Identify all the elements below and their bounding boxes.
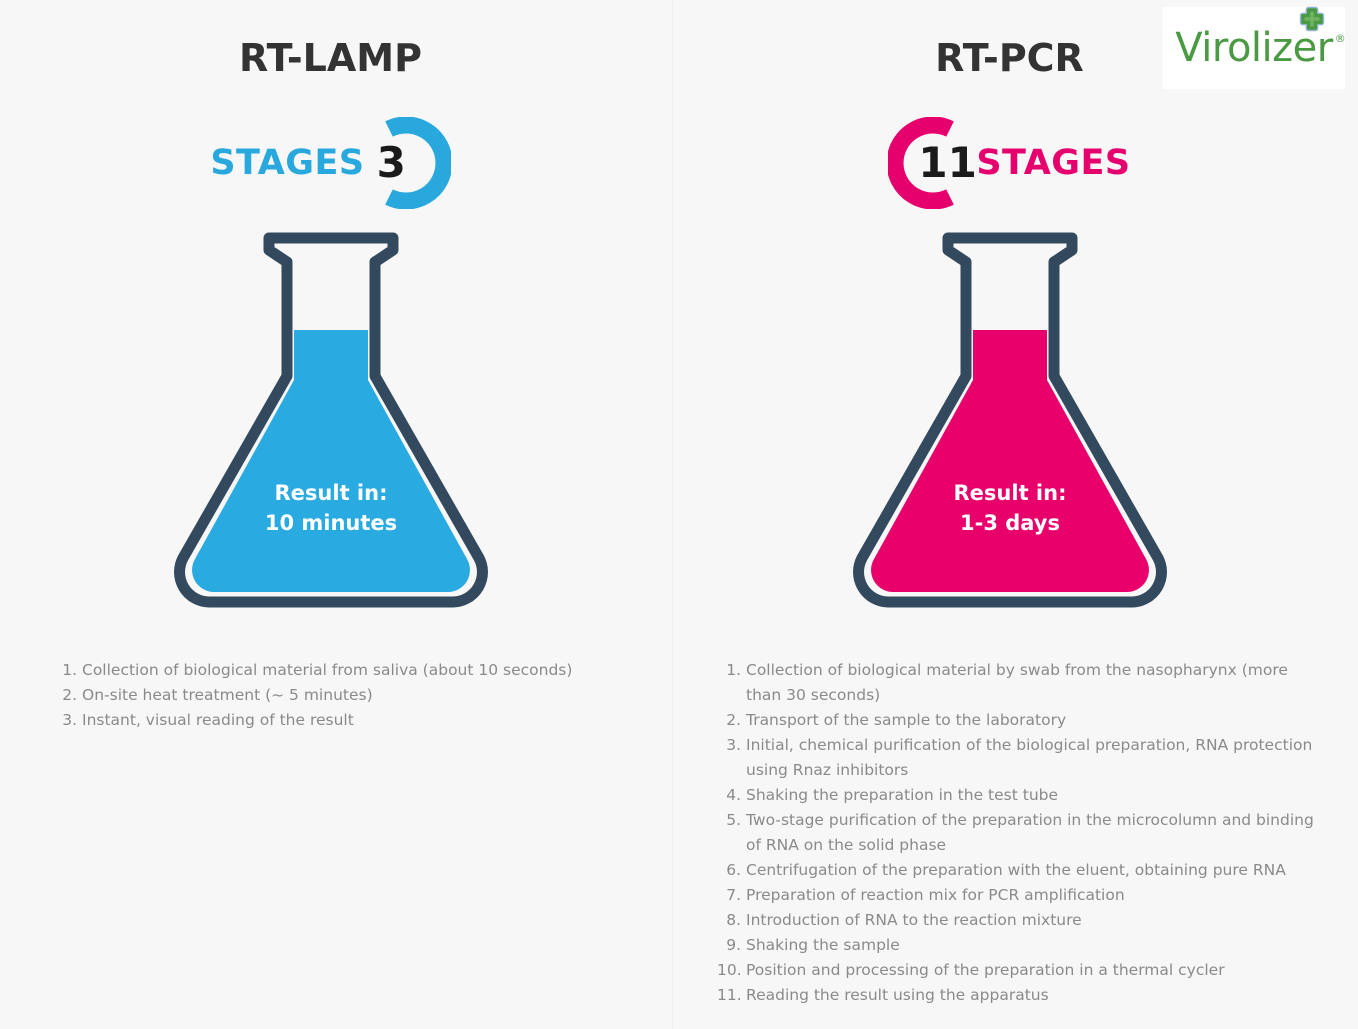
list-item: 9. Shaking the sample: [717, 933, 1325, 958]
step-text: Reading the result using the apparatus: [746, 986, 1049, 1004]
step-number: 8.: [726, 911, 741, 929]
step-text: Instant, visual reading of the result: [82, 711, 354, 729]
flask-rt-pcr: Result in: 1-3 days: [679, 228, 1358, 613]
step-number: 9.: [726, 936, 741, 954]
step-text: On-site heat treatment (~ 5 minutes): [82, 686, 373, 704]
step-text: Shaking the sample: [746, 936, 900, 954]
flask-result-line1-rt-lamp: Result in:: [274, 481, 387, 505]
step-number: 7.: [726, 886, 741, 904]
registered-trademark-symbol: ®: [1334, 32, 1346, 45]
step-number: 6.: [726, 861, 741, 879]
step-number: 2.: [726, 711, 741, 729]
step-text: Initial, chemical purification of the bi…: [746, 736, 1313, 779]
step-text: Centrifugation of the preparation with t…: [746, 861, 1286, 879]
list-item: 2. Transport of the sample to the labora…: [717, 708, 1325, 733]
steps-list-rt-pcr: 1. Collection of biological material by …: [717, 658, 1325, 1008]
step-number: 4.: [726, 786, 741, 804]
list-item: 7. Preparation of reaction mix for PCR a…: [717, 883, 1325, 908]
column-divider: [672, 0, 673, 1029]
list-item: 3. Initial, chemical purification of the…: [717, 733, 1325, 783]
stages-ring-rt-lamp: 3: [359, 117, 451, 209]
step-number: 10.: [717, 961, 742, 979]
brand-logo: Virolizer ®: [1163, 6, 1346, 89]
step-number: 2.: [62, 686, 77, 704]
stages-ring-rt-pcr: 11: [888, 117, 980, 209]
list-item: 5. Two-stage purification of the prepara…: [717, 808, 1325, 858]
panel-rt-pcr: RT-PCR 11 STAGES Result in: 1-3 days 1. …: [679, 0, 1358, 1029]
logo-wordmark: Virolizer: [1175, 25, 1333, 71]
flask-result-line2-rt-lamp: 10 minutes: [264, 511, 396, 535]
list-item: 1. Collection of biological material by …: [717, 658, 1325, 708]
step-number: 11.: [717, 986, 742, 1004]
list-item: 2. On-site heat treatment (~ 5 minutes): [60, 683, 630, 708]
erlenmeyer-flask-icon: Result in: 10 minutes: [173, 232, 488, 608]
step-text: Two-stage purification of the preparatio…: [746, 811, 1314, 854]
list-item: 6. Centrifugation of the preparation wit…: [717, 858, 1325, 883]
list-item: 11. Reading the result using the apparat…: [717, 983, 1325, 1008]
step-text: Preparation of reaction mix for PCR ampl…: [746, 886, 1125, 904]
list-item: 1. Collection of biological material fro…: [60, 658, 630, 683]
green-cross-icon: [1299, 6, 1324, 32]
step-text: Position and processing of the preparati…: [746, 961, 1225, 979]
flask-result-line1-rt-pcr: Result in:: [953, 481, 1066, 505]
title-rt-lamp: RT-LAMP: [239, 36, 422, 80]
step-text: Transport of the sample to the laborator…: [746, 711, 1067, 729]
steps-list-rt-lamp: 1. Collection of biological material fro…: [60, 658, 630, 733]
title-rt-pcr: RT-PCR: [935, 36, 1084, 80]
flask-result-line2-rt-pcr: 1-3 days: [960, 511, 1060, 535]
flask-rt-lamp: Result in: 10 minutes: [0, 228, 679, 613]
erlenmeyer-flask-icon: Result in: 1-3 days: [852, 232, 1167, 608]
step-number: 5.: [726, 811, 741, 829]
step-text: Collection of biological material by swa…: [746, 661, 1288, 704]
list-item: 8. Introduction of RNA to the reaction m…: [717, 908, 1325, 933]
ring-arc-icon: [384, 117, 451, 209]
list-item: 10. Position and processing of the prepa…: [717, 958, 1325, 983]
stages-count-rt-lamp: 3: [376, 138, 406, 187]
step-number: 3.: [726, 736, 741, 754]
list-item: 4. Shaking the preparation in the test t…: [717, 783, 1325, 808]
step-text: Introduction of RNA to the reaction mixt…: [746, 911, 1082, 929]
stages-badge-rt-lamp: STAGES 3: [0, 113, 679, 213]
step-text: Shaking the preparation in the test tube: [746, 786, 1059, 804]
panel-rt-lamp: RT-LAMP STAGES 3 Result in: 10 minutes 1…: [0, 36, 679, 733]
stages-badge-rt-pcr: 11 STAGES: [679, 113, 1358, 213]
ring-arc-icon: [888, 117, 955, 209]
list-item: 3. Instant, visual reading of the result: [60, 708, 630, 733]
step-number: 1.: [726, 661, 741, 679]
step-number: 3.: [62, 711, 77, 729]
stages-count-rt-pcr: 11: [918, 138, 977, 187]
step-number: 1.: [62, 661, 77, 679]
stages-label-rt-pcr: STAGES: [976, 142, 1131, 183]
step-text: Collection of biological material from s…: [82, 661, 573, 679]
stages-label-rt-lamp: STAGES: [210, 142, 365, 183]
